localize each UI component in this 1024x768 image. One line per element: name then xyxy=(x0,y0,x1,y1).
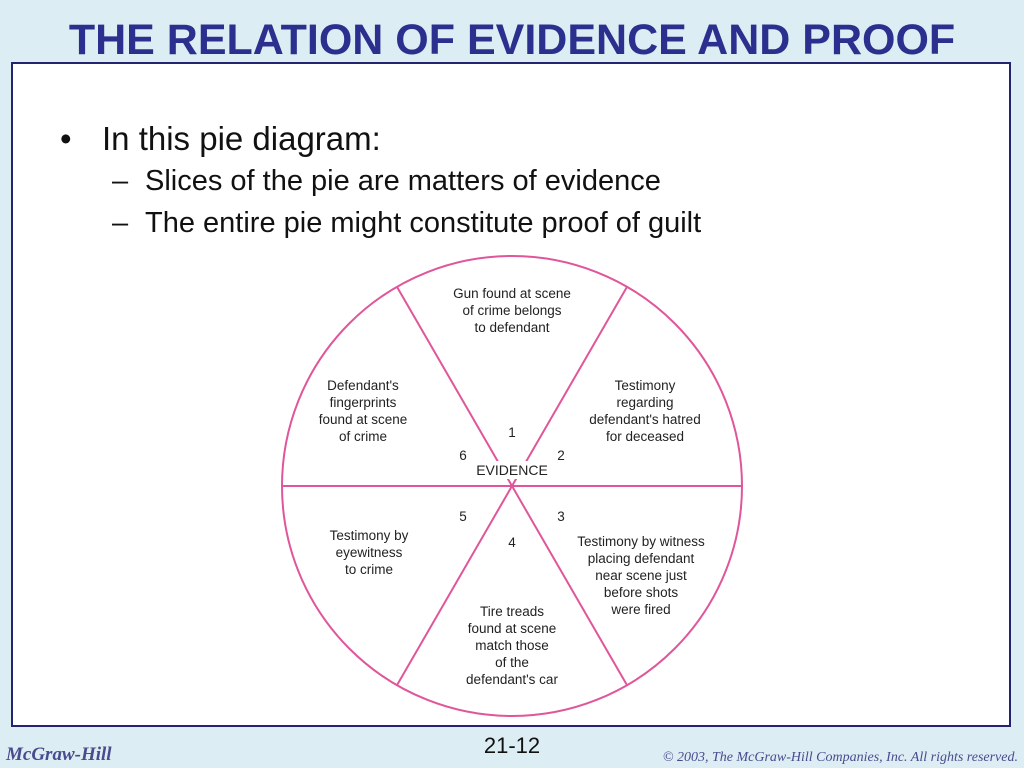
slice-6-number: 6 xyxy=(459,448,467,463)
slice-divider-2 xyxy=(511,286,628,487)
slice-1-number: 1 xyxy=(508,425,516,440)
page-number: 21-12 xyxy=(483,733,541,758)
sub-bullet-1-text: Slices of the pie are matters of evidenc… xyxy=(145,165,661,197)
sub-bullet-2-text: The entire pie might constitute proof of… xyxy=(145,207,702,239)
bullet-dot-icon: • xyxy=(60,120,72,157)
slide-content-box xyxy=(11,62,1011,727)
slice-4-number: 4 xyxy=(508,535,516,550)
slice-5-number: 5 xyxy=(459,509,467,524)
center-label: EVIDENCE xyxy=(476,462,548,478)
slice-divider-5 xyxy=(396,485,513,686)
publisher-logo: McGraw-Hill xyxy=(6,744,112,765)
slice-divider-4 xyxy=(511,485,628,686)
copyright-notice: © 2003, The McGraw-Hill Companies, Inc. … xyxy=(662,750,1018,765)
center-label-bg xyxy=(467,461,557,479)
sub-bullet-1: – Slices of the pie are matters of evide… xyxy=(60,160,960,202)
sub-bullet-2: – The entire pie might constitute proof … xyxy=(60,202,960,244)
bullet-main: • In this pie diagram: xyxy=(60,118,960,160)
slide-title: THE RELATION OF EVIDENCE AND PROOF xyxy=(68,16,956,64)
slice-2-number: 2 xyxy=(557,448,565,463)
slice-3-number: 3 xyxy=(557,509,565,524)
bullet-list: • In this pie diagram: – Slices of the p… xyxy=(60,118,960,244)
bullet-main-text: In this pie diagram: xyxy=(102,120,381,157)
dash-icon: – xyxy=(112,207,129,239)
slice-divider-1 xyxy=(396,286,513,487)
dash-icon: – xyxy=(112,165,129,197)
